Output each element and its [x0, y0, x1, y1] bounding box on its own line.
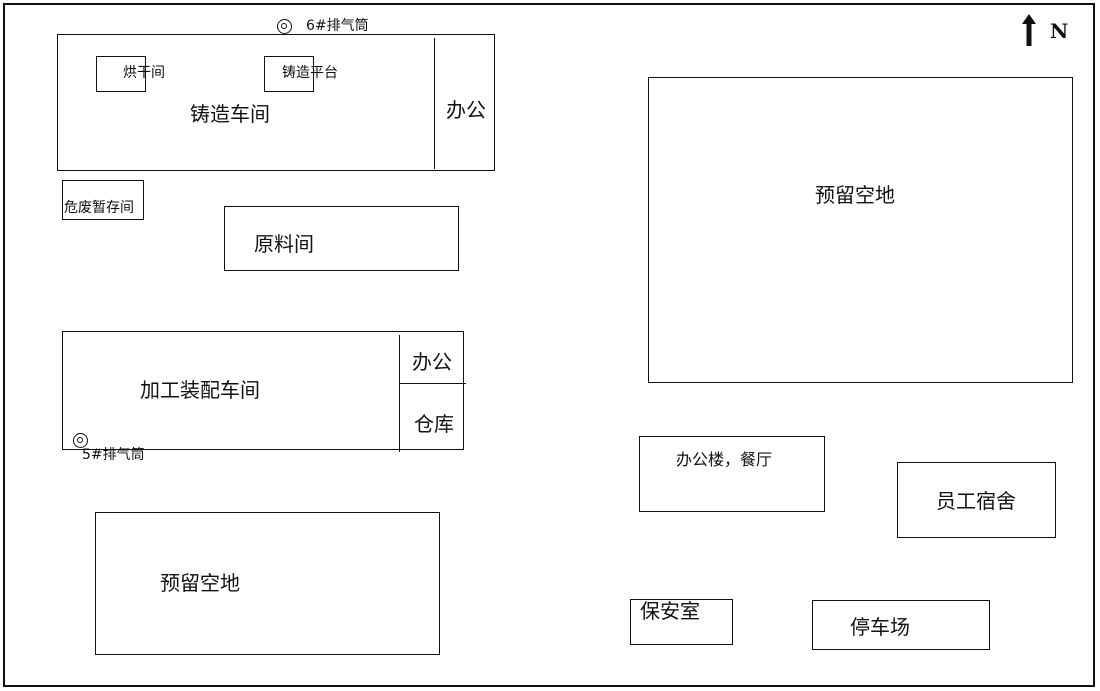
casting-platform-label: 铸造平台: [282, 65, 338, 81]
parking-lot: [812, 600, 990, 650]
casting-workshop: [57, 34, 495, 171]
drying-room-label: 烘干间: [123, 65, 165, 81]
office-building: [639, 436, 825, 512]
drying-room: [96, 56, 146, 92]
assembly-divider-horizontal: [399, 383, 466, 384]
hazwaste-storage: [62, 180, 144, 220]
reserved-land-bottom-label: 预留空地: [160, 571, 240, 595]
north-arrow-icon: [1022, 14, 1036, 46]
office-building-label: 办公楼，餐厅: [676, 450, 773, 469]
reserved-land-bottom: [95, 512, 440, 655]
stack-6-label: 6#排气筒: [306, 18, 369, 34]
assembly-divider-vertical: [399, 335, 400, 452]
reserved-land-right: [648, 77, 1073, 383]
security-room-label: 保安室: [640, 599, 700, 623]
assembly-workshop: [62, 331, 464, 450]
staff-dormitory: [897, 462, 1056, 538]
exhaust-stack-icon: [277, 19, 292, 34]
exhaust-stack-icon: [73, 433, 88, 448]
security-room: [630, 599, 733, 645]
warehouse-label: 仓库: [414, 412, 454, 436]
office-top-label: 办公: [446, 98, 486, 122]
raw-material-room: [224, 206, 459, 271]
parking-label: 停车场: [850, 615, 910, 639]
stack-5-label: 5#排气筒: [82, 447, 145, 463]
dormitory-label: 员工宿舍: [936, 489, 1016, 513]
casting-workshop-label: 铸造车间: [190, 102, 270, 126]
north-label: N: [1050, 19, 1069, 43]
hazwaste-storage-label: 危废暂存间: [64, 200, 134, 216]
assembly-workshop-label: 加工装配车间: [140, 378, 260, 402]
casting-platform: [264, 56, 314, 92]
office-divider: [434, 38, 435, 169]
raw-material-label: 原料间: [254, 232, 314, 256]
site-plan-frame: [3, 3, 1095, 687]
office-mid-label: 办公: [412, 350, 452, 374]
reserved-land-right-label: 预留空地: [815, 183, 895, 207]
